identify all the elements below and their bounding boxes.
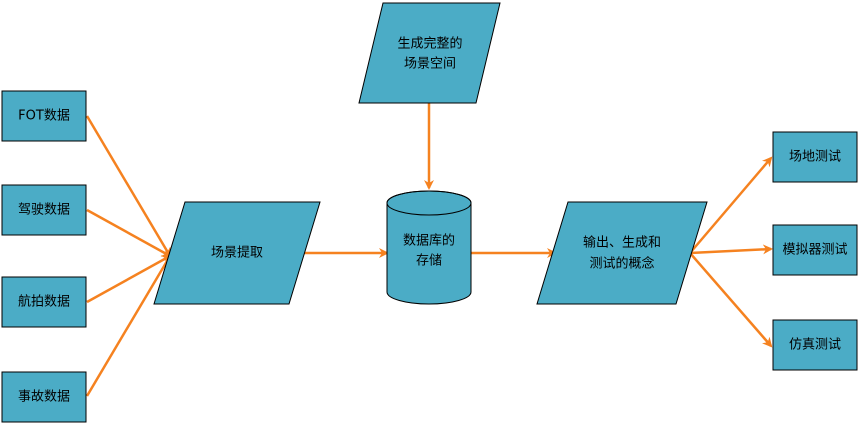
input-label-accident: 事故数据	[18, 390, 70, 405]
output-node-simulation: 仿真测试	[772, 319, 858, 371]
input-node-fot: FOT数据	[1, 90, 87, 142]
database-label-line2: 存储	[416, 254, 442, 269]
input-node-driving: 驾驶数据	[1, 184, 87, 236]
output-label-simulator: 模拟器测试	[782, 243, 847, 258]
input-label-aerial: 航拍数据	[18, 294, 70, 310]
output-label-simulation: 仿真测试	[789, 338, 841, 353]
output-node-simulator: 模拟器测试	[772, 224, 858, 276]
process-label-output-line2: 测试的概念	[589, 256, 654, 272]
input-node-aerial: 航拍数据	[1, 276, 87, 328]
process-label-generate-line1: 生成完整的	[397, 36, 462, 52]
arrow-accident-to-extract	[85, 254, 172, 397]
input-label-driving: 驾驶数据	[18, 203, 70, 218]
process-label-extract: 场景提取	[211, 245, 263, 261]
database-node-storage: 数据库的 存储	[386, 190, 472, 305]
input-label-fot: FOT数据	[18, 109, 70, 124]
arrow-output-to-simulation	[689, 252, 773, 348]
arrow-driving-to-extract	[86, 208, 172, 258]
connectors	[85, 103, 773, 397]
input-node-accident: 事故数据	[1, 371, 87, 423]
arrow-output-to-field	[689, 156, 773, 254]
output-label-field: 场地测试	[789, 150, 841, 165]
output-node-field: 场地测试	[772, 131, 858, 183]
arrow-output-to-simulator	[689, 244, 773, 255]
process-node-output: 输出、生成和 测试的概念	[536, 201, 708, 305]
process-node-extract: 场景提取	[153, 201, 321, 305]
arrow-aerial-to-extract	[86, 254, 172, 304]
process-node-generate: 生成完整的 场景空间	[358, 2, 501, 104]
process-label-generate-line2: 场景空间	[404, 57, 456, 72]
arrow-fot-to-extract	[85, 115, 172, 258]
process-label-output-line1: 输出、生成和	[583, 235, 661, 251]
database-label-line1: 数据库的	[403, 233, 455, 249]
